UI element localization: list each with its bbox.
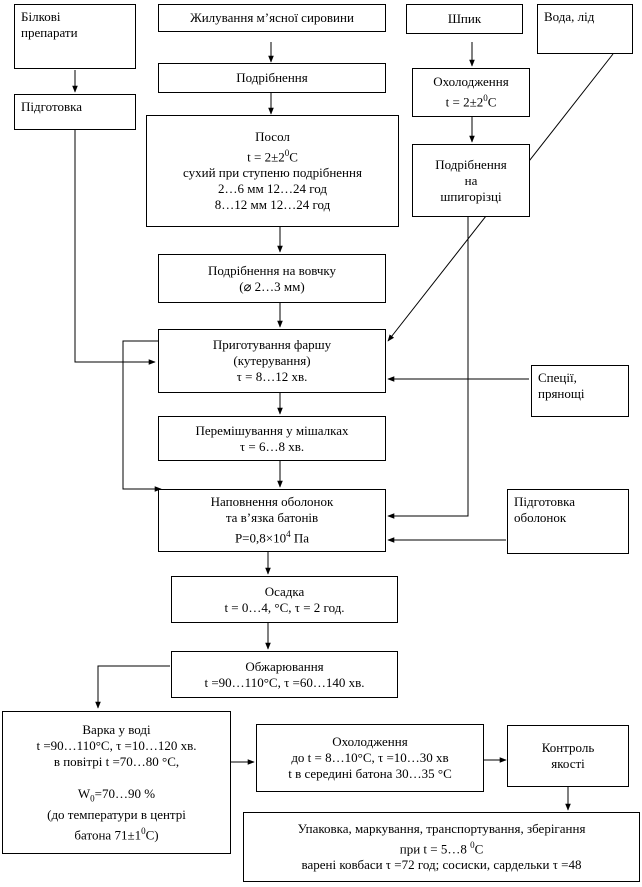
cooking-note-2: батона 71±10C): [74, 825, 159, 842]
roasting-line-1: Обжарювання: [245, 658, 324, 674]
salting-method: сухий при ступеню подрібнення: [183, 165, 362, 181]
protein-line-2: препарати: [21, 25, 78, 40]
trimming-label: Жилування м’ясної сировини: [190, 10, 354, 25]
slicer-line-1: Подрібнення: [435, 156, 507, 172]
cooling-2-box: Охолодження до t = 8…10°C, τ =10…30 хв t…: [256, 724, 484, 792]
cooling-2-line-1: Охолодження: [332, 734, 408, 749]
slicer-grinding-box: Подрібнення на шпигорізці: [412, 144, 530, 217]
packaging-line-1: Упаковка, маркування, транспортування, з…: [297, 820, 586, 836]
protein-preparations-box: Білкові препарати: [14, 4, 136, 69]
quality-control-line-1: Контроль: [541, 740, 595, 755]
forcemeat-line-3: τ = 8…12 хв.: [236, 369, 308, 384]
mincing-box: Подрібнення на вовчку (⌀ 2…3 мм): [158, 254, 386, 303]
grinding-box: Подрібнення: [158, 63, 386, 93]
roasting-line-2: t =90…110°C, τ =60…140 хв.: [204, 674, 365, 690]
spices-box: Спеції, прянощі: [531, 365, 629, 417]
forcemeat-line-1: Приготування фаршу: [212, 337, 332, 352]
settling-line-2: t = 0…4, °C, τ = 2 год.: [224, 599, 345, 615]
forcemeat-line-2: (кутерування): [233, 353, 311, 368]
salting-size-2: 8…12 мм 12…24 год: [214, 197, 331, 213]
roasting-box: Обжарювання t =90…110°C, τ =60…140 хв.: [171, 651, 398, 698]
salting-size-1: 2…6 мм 12…24 год: [218, 181, 327, 197]
trimming-box: Жилування м’ясної сировини: [158, 4, 386, 32]
mixing-box: Перемішування у мішалках τ = 6…8 хв.: [158, 416, 386, 461]
cooking-box: Варка у воді t =90…110°C, τ =10…120 хв. …: [2, 711, 231, 854]
cooling-1-temp: t = 2±20C: [445, 93, 497, 110]
cooling-1-box: Охолодження t = 2±20C: [412, 68, 530, 117]
cooking-air: в повітрі t =70…80 °C,: [53, 754, 180, 770]
water-ice-label: Вода, лід: [544, 9, 595, 24]
lard-box: Шпик: [406, 4, 523, 34]
casing-line-1: Підготовка: [514, 494, 575, 509]
salting-temp: t = 2±20C: [247, 147, 298, 165]
arrow-prep-farsh: [74, 130, 156, 365]
salting-title: Посол: [255, 128, 290, 144]
arrow-roast-cook: [95, 665, 170, 709]
cooking-note-1: (до температури в центрі: [47, 806, 186, 822]
water-ice-box: Вода, лід: [537, 4, 633, 54]
packaging-line-2: при t = 5…8 0C: [399, 839, 484, 857]
slicer-line-2: на: [464, 172, 478, 188]
protein-line-1: Білкові: [21, 9, 61, 24]
settling-line-1: Осадка: [264, 583, 305, 599]
preparation-label: Підготовка: [21, 99, 82, 114]
packaging-line-3: варені ковбаси τ =72 год; сосиски, сарде…: [301, 857, 582, 873]
mincing-line-1: Подрібнення на вовчку: [207, 262, 337, 278]
mincing-line-2: (⌀ 2…3 мм): [239, 278, 305, 294]
packaging-box: Упаковка, маркування, транспортування, з…: [243, 812, 640, 882]
arrow-grind2-fill: [387, 217, 469, 519]
cooking-water: t =90…110°C, τ =10…120 хв.: [36, 738, 197, 754]
filling-box: Наповнення оболонок та в’язка батонів P=…: [158, 489, 386, 552]
cooling-2-line-3: t в середині батона 30…35 °C: [288, 766, 452, 781]
mixing-line-1: Перемішування у мішалках: [195, 422, 349, 438]
arrow-loop-fill: [122, 340, 162, 492]
casing-line-2: оболонок: [514, 510, 567, 525]
filling-line-2: та в’язка батонів: [225, 510, 319, 526]
cooking-humidity: W0=70…90 %: [77, 786, 156, 804]
cooling-2-line-2: до t = 8…10°C, τ =10…30 хв: [291, 750, 449, 765]
forcemeat-box: Приготування фаршу (кутерування) τ = 8…1…: [158, 329, 386, 393]
spices-line-2: прянощі: [538, 386, 585, 401]
cooking-blank: [115, 770, 118, 786]
grinding-label: Подрібнення: [236, 70, 308, 85]
salting-box: Посол t = 2±20C сухий при ступеню подріб…: [146, 115, 399, 227]
cooking-title: Варка у воді: [82, 722, 151, 738]
spices-line-1: Спеції,: [538, 370, 577, 385]
lard-label: Шпик: [447, 11, 482, 26]
quality-control-box: Контроль якості: [507, 725, 629, 787]
slicer-line-3: шпигорізці: [440, 188, 502, 204]
preparation-box: Підготовка: [14, 94, 136, 130]
quality-control-line-2: якості: [551, 756, 585, 771]
settling-box: Осадка t = 0…4, °C, τ = 2 год.: [171, 576, 398, 623]
cooling-1-title: Охолодження: [433, 74, 509, 90]
filling-line-1: Наповнення оболонок: [210, 494, 334, 510]
filling-pressure: P=0,8×104 Па: [234, 529, 310, 546]
casing-prep-box: Підготовка оболонок: [507, 489, 629, 554]
mixing-line-2: τ = 6…8 хв.: [239, 438, 305, 454]
